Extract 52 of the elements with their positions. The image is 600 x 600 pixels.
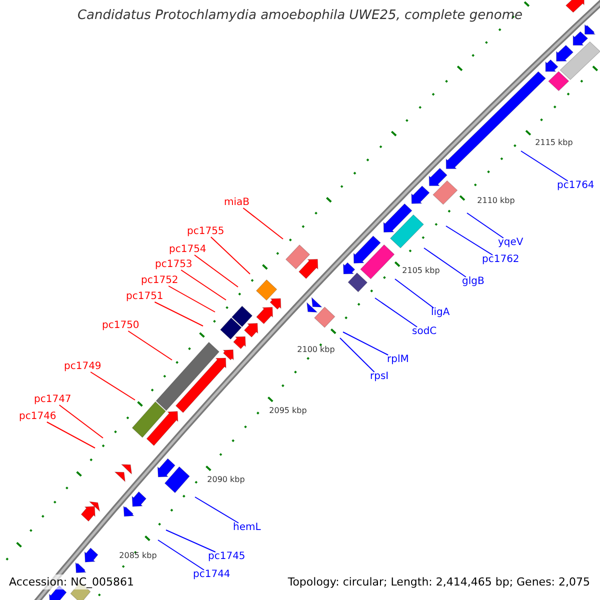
gene-label: rplM: [387, 355, 409, 365]
gene-label: pc1744: [193, 570, 230, 580]
gene-label: pc1762: [482, 255, 520, 265]
leader-line: [242, 208, 284, 240]
leader-line: [394, 278, 434, 308]
title: Candidatus Protochlamydia amoebophila UWE25, complete genome: [76, 9, 524, 22]
leader-line: [158, 540, 204, 570]
leader-line: [374, 298, 418, 328]
gene-label: pc1754: [169, 245, 206, 255]
genome-info-text: Topology: circular; Length: 2,414,465 bp; Genes: 2,075: [286, 574, 591, 590]
scale-label: 2105 kbp: [402, 267, 440, 275]
accession-text: Accession: NC_005861: [8, 574, 136, 590]
leader-line: [424, 248, 466, 278]
leader-line: [194, 496, 239, 524]
gene-label: pc1747: [34, 395, 72, 405]
gene-label: pc1751: [126, 292, 164, 302]
gene-label: pc1749: [64, 362, 102, 372]
leader-line: [194, 254, 238, 288]
leader-line: [46, 422, 96, 448]
gene-label: pc1753: [155, 260, 192, 270]
gene-label: glgB: [462, 277, 484, 287]
leader-line: [342, 332, 389, 356]
gene-label: pc1750: [102, 321, 140, 331]
leader-line: [166, 530, 216, 552]
gene-label: sodC: [412, 327, 437, 337]
gene-label: miaB: [224, 198, 250, 208]
scale-label: 2095 kbp: [269, 407, 307, 415]
scale-label: 2090 kbp: [207, 476, 245, 484]
leader-line: [446, 226, 494, 256]
leader-line: [90, 372, 136, 400]
gene-label: rpsI: [370, 372, 389, 382]
leader-line: [168, 286, 216, 312]
leader-line: [58, 404, 104, 438]
leader-line: [520, 150, 568, 182]
leader-line: [180, 270, 226, 300]
scale-label: 2115 kbp: [535, 139, 573, 147]
leader-line: [128, 330, 172, 360]
scale-label: 2110 kbp: [477, 197, 515, 205]
gene-label: yqeV: [498, 238, 524, 248]
scale-label: 2100 kbp: [297, 346, 335, 354]
gene-label: pc1755: [187, 227, 224, 237]
leader-line: [340, 338, 375, 372]
leader-line: [154, 302, 204, 326]
gene-label: pc1746: [19, 412, 56, 422]
gene-label: pc1764: [557, 181, 594, 191]
scale-label: 2085 kbp: [119, 552, 157, 560]
leader-line: [210, 236, 250, 274]
gene-label: hemL: [233, 523, 261, 533]
leader-line: [466, 212, 504, 238]
gene-label: ligA: [431, 308, 450, 318]
gene-label: pc1745: [208, 552, 246, 562]
gene-label: pc1752: [141, 276, 178, 286]
